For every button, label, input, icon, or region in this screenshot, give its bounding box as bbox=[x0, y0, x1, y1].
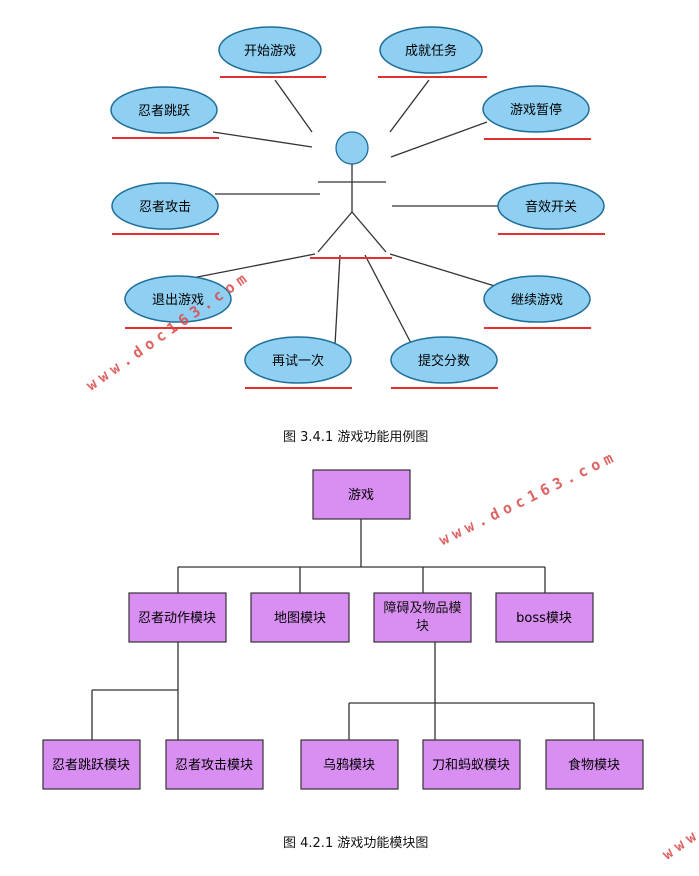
usecase-label: 开始游戏 bbox=[244, 44, 296, 59]
module-label: 游戏 bbox=[348, 488, 374, 503]
module-label: 乌鸦模块 bbox=[323, 757, 375, 773]
usecase-label: 忍者攻击 bbox=[139, 200, 191, 215]
usecase-ninja-attack: 忍者攻击 bbox=[111, 182, 219, 235]
module-food: 食物模块 bbox=[545, 739, 644, 790]
module-knife-ant: 刀和蚂蚁模块 bbox=[422, 739, 521, 790]
usecase-label: 退出游戏 bbox=[152, 293, 204, 308]
module-label: 刀和蚂蚁模块 bbox=[432, 758, 510, 773]
module-boxes: 游戏 忍者动作模块 地图模块 障碍及物品模块 boss模块 忍者跳跃模块 忍者攻… bbox=[42, 469, 644, 790]
usecase-exit-game: 退出游戏 bbox=[124, 275, 232, 329]
module-label: boss模块 bbox=[516, 611, 572, 626]
module-ninja-action: 忍者动作模块 bbox=[128, 592, 227, 643]
module-obstacle: 障碍及物品模块 bbox=[373, 592, 472, 643]
module-ninja-jump: 忍者跳跃模块 bbox=[42, 739, 141, 790]
module-label: 障碍及物品模块 bbox=[383, 600, 462, 634]
module-connectors bbox=[91, 519, 595, 740]
usecase-ellipses: 开始游戏 成就任务 忍者跳跃 游戏暂停 忍者攻击 音效开关 bbox=[110, 26, 605, 389]
usecase-sound-toggle: 音效开关 bbox=[497, 182, 605, 235]
usecase-continue-game: 继续游戏 bbox=[483, 275, 591, 329]
module-boss: boss模块 bbox=[495, 592, 594, 643]
module-label: 食物模块 bbox=[568, 757, 620, 773]
usecase-ninja-jump: 忍者跳跃 bbox=[110, 86, 219, 139]
module-label: 忍者动作模块 bbox=[138, 611, 216, 626]
module-label: 忍者跳跃模块 bbox=[52, 758, 130, 773]
usecase-label: 提交分数 bbox=[418, 353, 470, 369]
actor-icon bbox=[310, 131, 392, 259]
usecase-start-game: 开始游戏 bbox=[218, 26, 326, 78]
module-root: 游戏 bbox=[312, 469, 411, 520]
module-label: 地图模块 bbox=[274, 611, 326, 626]
module-crow: 乌鸦模块 bbox=[300, 739, 399, 790]
module-label: 忍者攻击模块 bbox=[175, 758, 253, 773]
usecase-label: 音效开关 bbox=[525, 199, 577, 215]
usecase-submit-score: 提交分数 bbox=[390, 336, 498, 389]
usecase-label: 继续游戏 bbox=[511, 293, 563, 308]
usecase-achievement: 成就任务 bbox=[378, 26, 487, 78]
usecase-connectors bbox=[181, 79, 499, 346]
usecase-label: 游戏暂停 bbox=[510, 102, 562, 118]
module-ninja-attack: 忍者攻击模块 bbox=[165, 739, 264, 790]
usecase-caption: 图 3.4.1 游戏功能用例图 bbox=[283, 430, 429, 445]
usecase-retry: 再试一次 bbox=[244, 336, 352, 389]
module-caption: 图 4.2.1 游戏功能模块图 bbox=[283, 836, 429, 851]
usecase-label: 成就任务 bbox=[405, 43, 457, 59]
usecase-label: 忍者跳跃 bbox=[138, 104, 190, 119]
usecase-pause: 游戏暂停 bbox=[482, 85, 591, 140]
usecase-label: 再试一次 bbox=[272, 353, 324, 369]
module-map: 地图模块 bbox=[250, 592, 350, 643]
